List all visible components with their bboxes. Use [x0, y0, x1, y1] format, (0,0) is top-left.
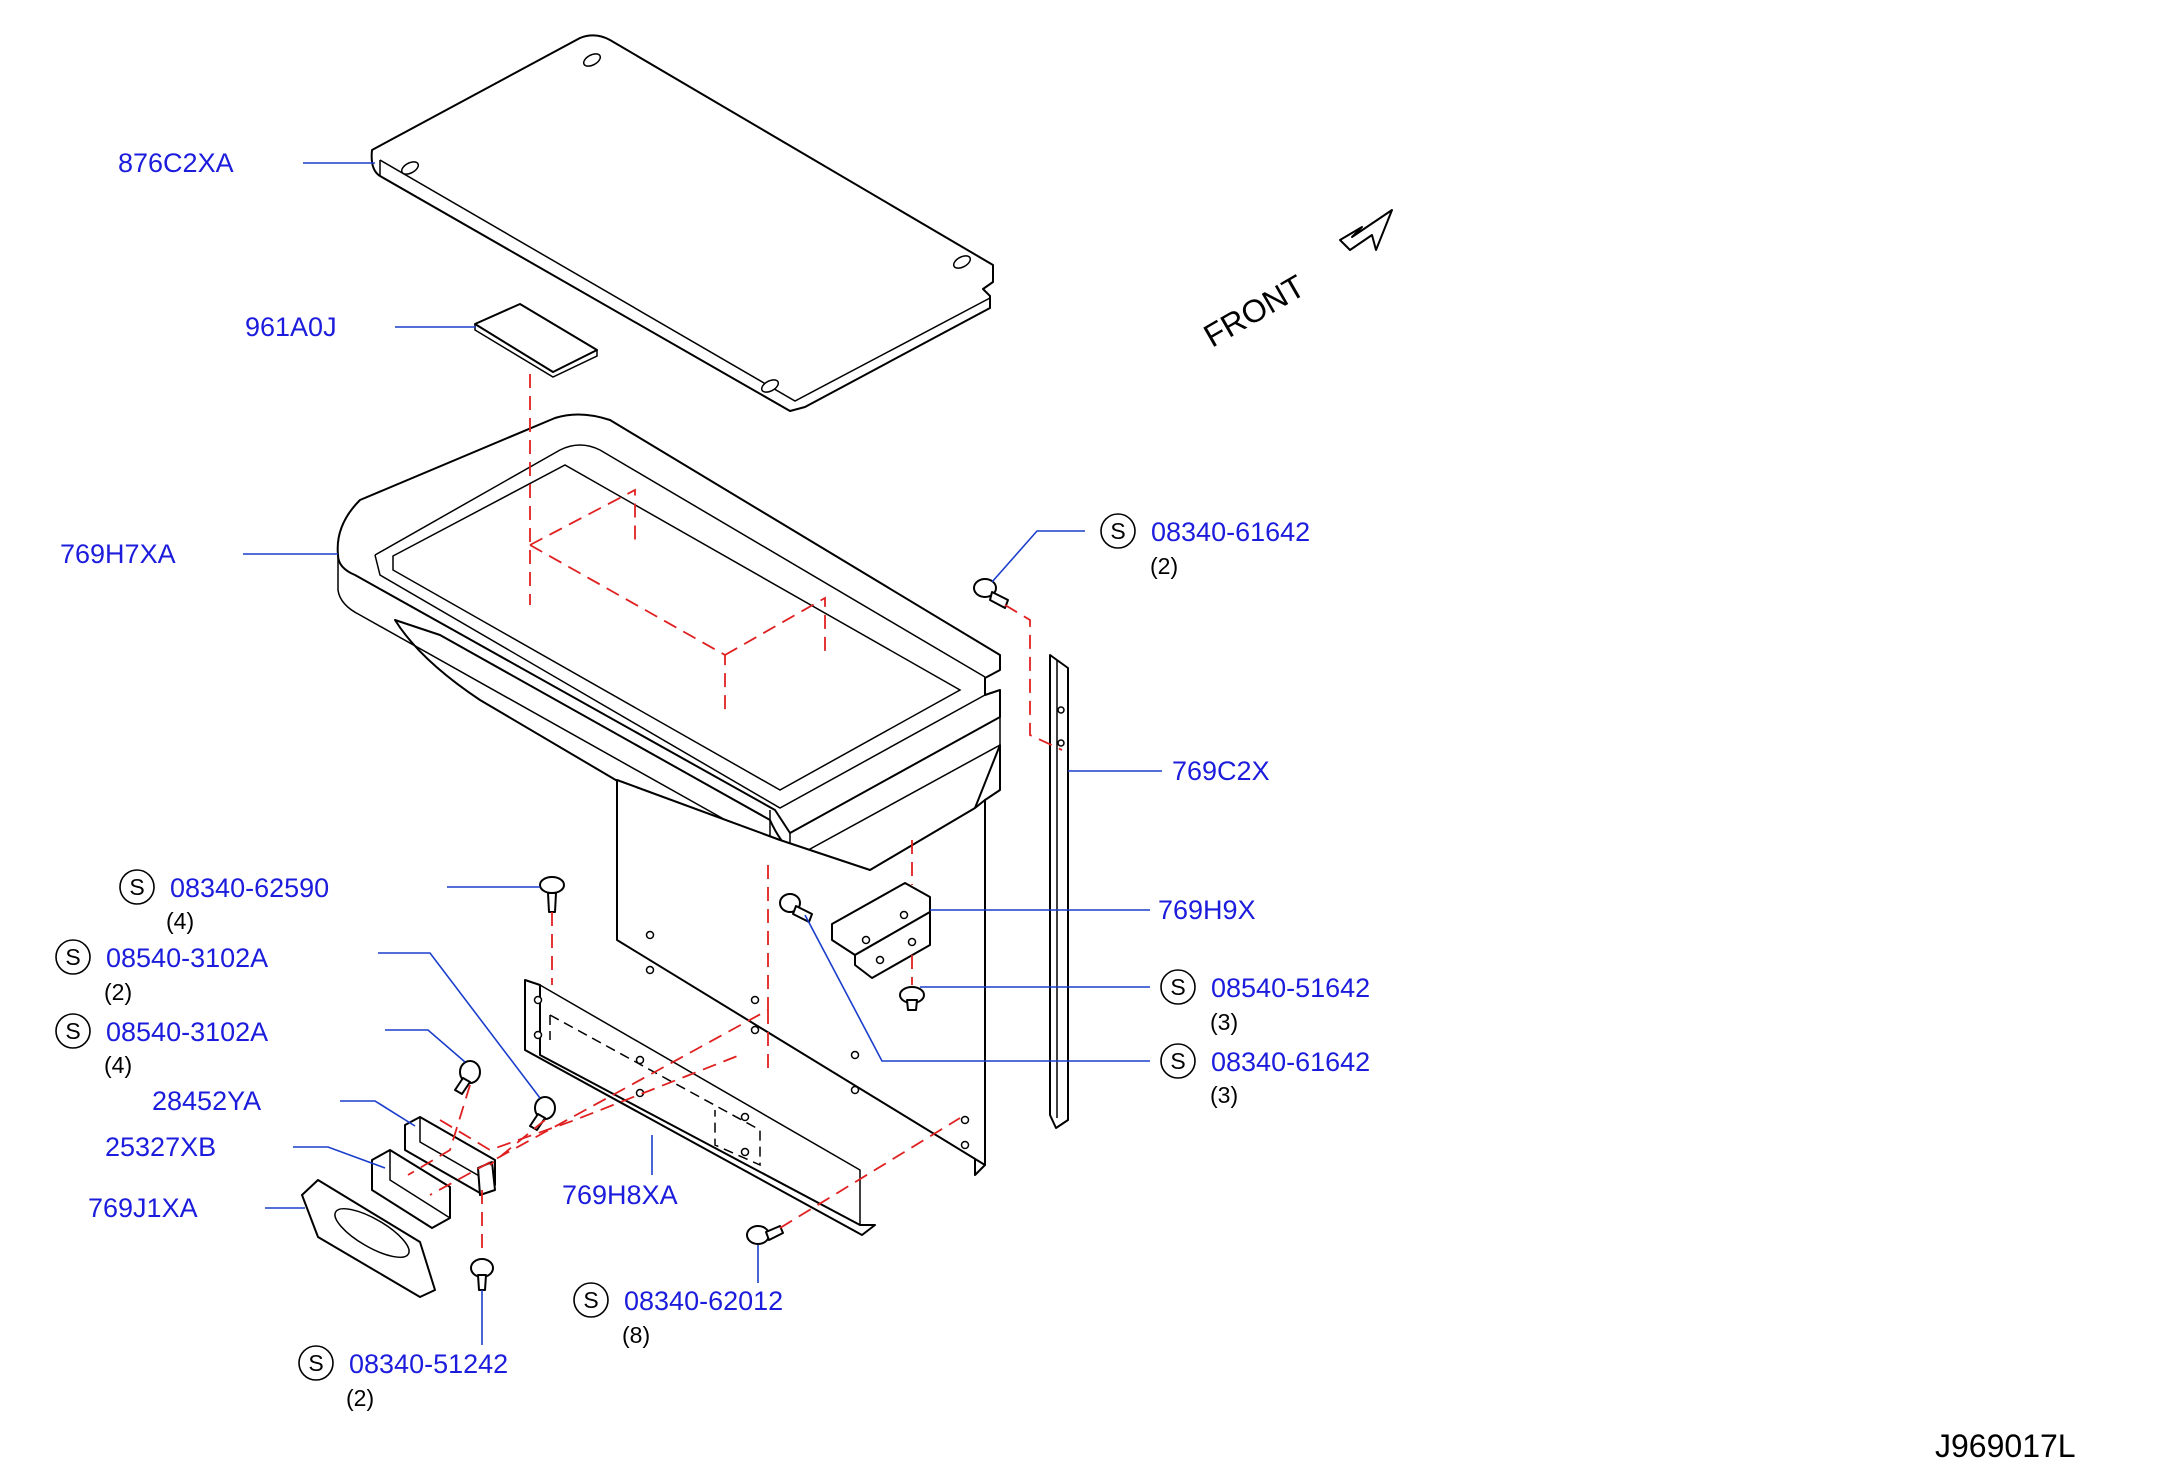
- front-arrow-icon: [1339, 209, 1393, 251]
- standard-symbol-letter: S: [308, 1350, 323, 1376]
- standard-symbol-icon: [55, 1013, 91, 1049]
- screw-panel-top: [539, 876, 565, 913]
- part-label-876c2xa: 876C2XA: [118, 148, 234, 178]
- standard-part-callout: S 08540-3102A (2): [55, 939, 268, 1005]
- label-plate-961a0j: [474, 303, 598, 378]
- screw-top-right: [973, 578, 1009, 609]
- standard-part-number: 08340-51242: [349, 1349, 508, 1379]
- standard-symbol-icon: [1160, 1043, 1196, 1079]
- standard-part-callout: S 08540-3102A (4): [55, 1013, 268, 1078]
- part-labels: 876C2XA 961A0J 769H7XA 769C2X 769H9X 284…: [60, 148, 1270, 1223]
- standard-part-callout: S 08340-62590 (4): [119, 869, 329, 934]
- screw-rail-bottom: [746, 1225, 784, 1245]
- part-label-961a0j: 961A0J: [245, 312, 337, 342]
- part-label-25327xb: 25327XB: [105, 1132, 216, 1162]
- standard-part-qty: (3): [1210, 1082, 1238, 1108]
- standard-part-qty: (4): [166, 908, 194, 934]
- lid-panel-876c2xa: [370, 34, 994, 412]
- standard-part-callout: S 08540-51642 (3): [1160, 969, 1370, 1035]
- side-strip-769c2x: [1049, 654, 1069, 1129]
- part-label-769c2x: 769C2X: [1172, 756, 1270, 786]
- standard-part-qty: (2): [346, 1385, 374, 1411]
- standard-part-qty: (3): [1210, 1009, 1238, 1035]
- rail-769h8xa: [524, 979, 876, 1236]
- bracket-769h9x: [831, 882, 931, 979]
- latch-28452ya: [404, 1116, 496, 1196]
- standard-symbol-icon: [1100, 513, 1136, 549]
- standard-symbol-letter: S: [129, 874, 144, 900]
- part-label-769h8xa: 769H8XA: [562, 1180, 678, 1210]
- standard-part-callout: S 08340-62012 (8): [573, 1282, 783, 1348]
- standard-part-number: 08340-62590: [170, 873, 329, 903]
- diagram-id: J969017L: [1935, 1428, 2076, 1464]
- standard-symbol-icon: [55, 939, 91, 975]
- part-label-769j1xa: 769J1XA: [88, 1193, 198, 1223]
- standard-part-number: 08340-61642: [1211, 1047, 1370, 1077]
- standard-symbol-icon: [573, 1282, 609, 1318]
- standard-part-callout: S 08340-61642 (2): [1100, 513, 1310, 579]
- standard-part-qty: (2): [104, 979, 132, 1005]
- standard-symbol-letter: S: [1110, 518, 1125, 544]
- standard-part-number: 08340-62012: [624, 1286, 783, 1316]
- standard-part-qty: (2): [1150, 553, 1178, 579]
- front-label: FRONT: [1198, 268, 1311, 354]
- standard-part-callout: S 08340-61642 (3): [1160, 1043, 1370, 1108]
- standard-part-callout: S 08340-51242 (2): [298, 1345, 508, 1411]
- standard-symbol-icon: [1160, 969, 1196, 1005]
- front-indicator: FRONT: [1198, 209, 1393, 354]
- standard-part-number: 08540-3102A: [106, 943, 268, 973]
- assembly-lines: [407, 374, 1063, 1255]
- standard-part-qty: (8): [622, 1322, 650, 1348]
- part-label-769h7xa: 769H7XA: [60, 539, 176, 569]
- standard-part-qty: (4): [104, 1052, 132, 1078]
- part-label-769h9x: 769H9X: [1158, 895, 1256, 925]
- pad-25327xb: [371, 1149, 451, 1229]
- standard-symbol-icon: [298, 1345, 334, 1381]
- standard-part-number: 08540-3102A: [106, 1017, 268, 1047]
- standard-symbol-letter: S: [65, 1018, 80, 1044]
- console-back-panel: [616, 779, 986, 1166]
- screw-latch-a: [454, 1060, 481, 1095]
- standard-symbol-letter: S: [1170, 1048, 1185, 1074]
- part-label-28452ya: 28452YA: [152, 1086, 261, 1116]
- standard-part-number: 08340-61642: [1151, 517, 1310, 547]
- screw-latch-b: [529, 1096, 556, 1131]
- leader-lines: [243, 162, 1162, 1345]
- standard-symbol-letter: S: [583, 1287, 598, 1313]
- finisher-769j1xa: [301, 1179, 436, 1298]
- standard-symbol-icon: [119, 869, 155, 905]
- standard-symbol-letter: S: [65, 944, 80, 970]
- screw-bottom-left: [470, 1258, 494, 1291]
- standard-symbol-letter: S: [1170, 974, 1185, 1000]
- standard-part-number: 08540-51642: [1211, 973, 1370, 1003]
- screw-bracket-bottom: [899, 986, 925, 1011]
